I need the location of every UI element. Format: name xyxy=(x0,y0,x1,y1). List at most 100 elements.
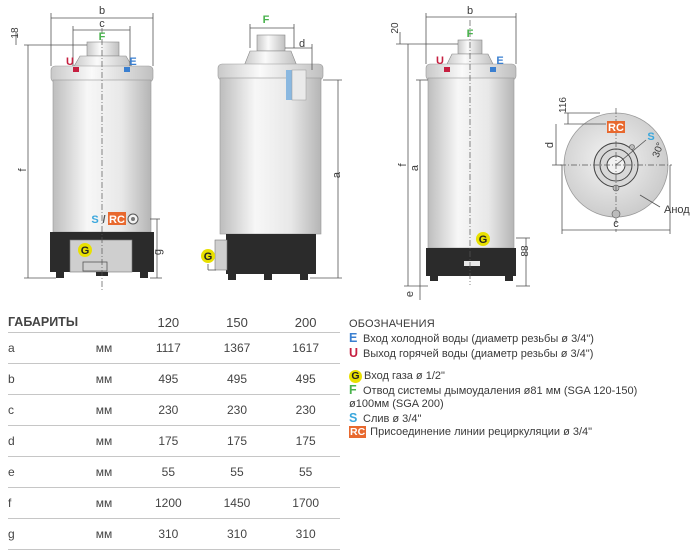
code-F-front: F xyxy=(99,31,106,43)
legend-code: S xyxy=(349,410,358,425)
row-value: 310 xyxy=(271,518,340,550)
table-row: a мм 1117 1367 1617 xyxy=(8,332,340,364)
row-unit: мм xyxy=(74,425,134,457)
dim-b-label: b xyxy=(99,5,105,17)
code-RC-top: RC xyxy=(608,122,624,134)
code-U-back: U xyxy=(436,55,444,67)
row-value: 310 xyxy=(202,518,272,550)
side-view: F d a G xyxy=(201,14,343,280)
row-dim: e xyxy=(8,456,74,488)
code-G-back: G xyxy=(479,234,488,246)
row-value: 55 xyxy=(202,456,272,488)
table-title: ГАБАРИТЫ xyxy=(8,315,79,329)
row-value: 1367 xyxy=(202,332,272,364)
dim-f-back-label: f xyxy=(397,163,409,167)
dim-c-label: c xyxy=(99,18,105,30)
row-value: 1617 xyxy=(271,332,340,364)
model-header: 120 xyxy=(157,314,180,330)
row-value: 495 xyxy=(271,363,340,395)
gas-badge-side xyxy=(201,249,215,263)
flue-pipe-side xyxy=(256,34,286,52)
code-F-back: F xyxy=(467,28,474,40)
rc-badge-front xyxy=(108,212,126,225)
row-value: 1117 xyxy=(134,332,203,364)
code-G-side: G xyxy=(204,251,213,263)
legend-item: S Слив ø 3/4" xyxy=(349,410,694,427)
row-value: 175 xyxy=(134,425,203,457)
legend-text: Отвод системы дымоудаления ø81 мм (SGA 1… xyxy=(363,384,638,397)
dim-b-back-label: b xyxy=(467,5,473,17)
hot-outlet-marker xyxy=(73,67,79,72)
anode-label: Анод xyxy=(664,204,690,216)
code-U-front: U xyxy=(66,56,74,68)
dim-d-top-label: d xyxy=(544,142,556,148)
dim-d-side-label: d xyxy=(299,38,305,50)
legend-code: RC xyxy=(349,426,367,438)
legend-text: Вход газа ø 1/2" xyxy=(364,370,445,382)
dim-88-label: 88 xyxy=(520,245,531,257)
legend-code: G xyxy=(349,370,362,383)
code-S-front: S xyxy=(91,214,98,226)
row-dim: a xyxy=(8,332,74,364)
row-unit: мм xyxy=(74,332,134,364)
legend-title: ОБОЗНАЧЕНИЯ xyxy=(349,318,435,330)
gas-badge-back xyxy=(476,232,490,246)
burner-base-side xyxy=(226,234,316,274)
row-value: 1450 xyxy=(202,487,272,519)
row-value: 230 xyxy=(134,394,203,426)
row-dim: g xyxy=(8,518,74,550)
tank-body-side xyxy=(219,77,322,235)
angle-label: 30° xyxy=(651,141,667,159)
row-unit: мм xyxy=(74,456,134,488)
legend-code: F xyxy=(349,382,357,397)
legend-item: RC Присоединение линии рециркуляции ø 3/… xyxy=(349,426,694,440)
row-value: 175 xyxy=(202,425,272,457)
legend-text: Вход холодной воды (диаметр резьбы ø 3/4… xyxy=(363,333,594,345)
table-row: f мм 1200 1450 1700 xyxy=(8,487,340,519)
row-dim: b xyxy=(8,363,74,395)
tank-body-back xyxy=(427,77,515,249)
anode-marker xyxy=(611,209,621,219)
flue-pipe xyxy=(86,41,120,57)
table-row: b мм 495 495 495 xyxy=(8,363,340,395)
dim-a-side-label: a xyxy=(331,171,343,178)
legend-item: E Вход холодной воды (диаметр резьбы ø 3… xyxy=(349,331,694,347)
row-value: 495 xyxy=(202,363,272,395)
legend-text: Присоединение линии рециркуляции ø 3/4" xyxy=(370,426,593,438)
row-unit: мм xyxy=(74,518,134,550)
row-dim: c xyxy=(8,394,74,426)
dim-20-label: 20 xyxy=(390,22,401,34)
code-E-back: E xyxy=(496,55,503,67)
row-unit: мм xyxy=(74,394,134,426)
legend-code: U xyxy=(349,345,359,360)
code-S-top: S xyxy=(647,131,654,143)
row-value: 55 xyxy=(134,456,203,488)
dim-116-label: 116 xyxy=(558,97,569,113)
legend-item: G Вход газа ø 1/2" xyxy=(349,370,694,384)
dim-g-label: g xyxy=(152,249,164,255)
row-value: 175 xyxy=(271,425,340,457)
legend: ОБОЗНАЧЕНИЯ E Вход холодной воды (диамет… xyxy=(349,318,694,440)
row-dim: f xyxy=(8,487,74,519)
table-row: c мм 230 230 230 xyxy=(8,394,340,426)
code-RC-front: RC xyxy=(109,214,125,226)
row-value: 230 xyxy=(271,394,340,426)
technical-drawings: b c f 18 g F U E S / RC G xyxy=(10,5,690,300)
dim-18-label: 18 xyxy=(10,27,21,39)
rc-badge-top xyxy=(607,121,625,133)
code-F-side: F xyxy=(263,14,270,26)
legend-item: F Отвод системы дымоудаления ø81 мм (SGA… xyxy=(349,382,694,399)
row-value: 55 xyxy=(271,456,340,488)
dim-e-back-label: e xyxy=(404,291,416,297)
row-dim: d xyxy=(8,425,74,457)
legend-code: E xyxy=(349,331,358,345)
row-value: 310 xyxy=(134,518,203,550)
dim-f-label: f xyxy=(17,168,29,172)
dim-c-top-label: c xyxy=(613,218,619,230)
row-unit: мм xyxy=(74,487,134,519)
row-value: 1200 xyxy=(134,487,203,519)
back-view: b 20 f a e 88 F U E G xyxy=(390,5,531,300)
dim-a-back-label: a xyxy=(409,164,421,171)
code-G-front: G xyxy=(81,245,90,257)
row-value: 230 xyxy=(202,394,272,426)
